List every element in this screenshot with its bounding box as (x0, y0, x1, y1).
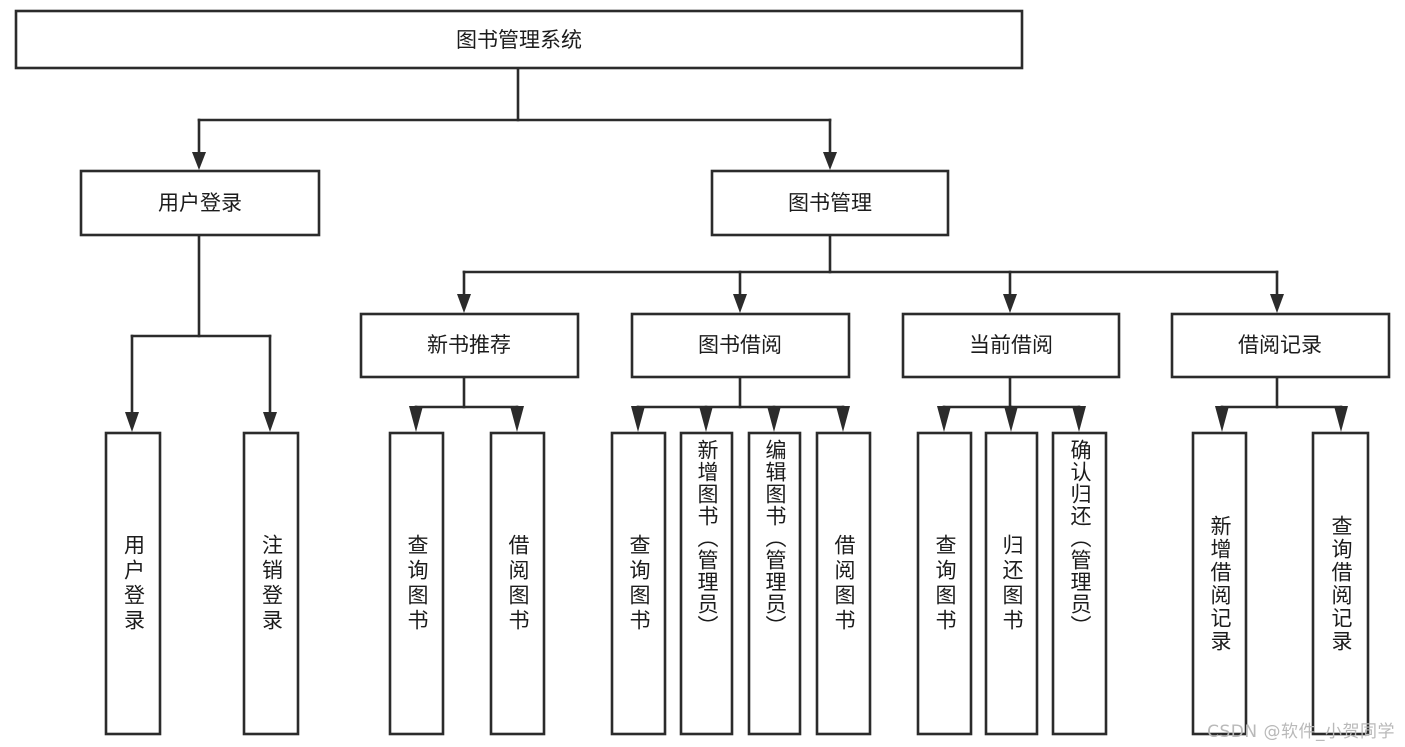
leaf-query-book-1-box[interactable] (388, 431, 445, 736)
arrowhead-book-borrow (733, 294, 747, 313)
arrowhead-leaf-confirm-return (1072, 406, 1086, 432)
arrowhead-leaf-borrow-book-2 (836, 406, 850, 432)
connector-group-current-borrow (937, 375, 1086, 432)
node-book-borrow-label: 图书借阅 (698, 333, 782, 357)
arrowhead-book-manage (823, 152, 837, 170)
node-root-label: 图书管理系统 (456, 28, 582, 52)
connector-group-new-book-rec (409, 375, 524, 432)
leaf-query-record-box[interactable] (1311, 431, 1370, 736)
arrowhead-leaf-edit-book (767, 406, 781, 432)
leaf-confirm-return-box[interactable] (1051, 431, 1108, 736)
node-book-manage-box[interactable] (710, 169, 950, 237)
node-root-box[interactable] (14, 9, 1024, 70)
leaf-return-book-box[interactable] (984, 431, 1039, 736)
leaf-borrow-book-1-box[interactable] (489, 431, 546, 736)
leaf-add-record-box[interactable] (1191, 431, 1248, 736)
node-user-login[interactable]: 用户登录 (79, 169, 321, 237)
leaf-query-book-2-box[interactable] (610, 431, 667, 736)
node-current-borrow-box[interactable] (901, 312, 1121, 379)
node-book-borrow-box[interactable] (630, 312, 851, 379)
node-user-login-box[interactable] (79, 169, 321, 237)
arrowhead-leaf-query-book-2 (631, 406, 645, 432)
arrowhead-leaf-query-book-1 (409, 406, 423, 432)
connector-group-borrow-record (1215, 375, 1348, 432)
connector-group-book-borrow (631, 375, 850, 432)
node-new-book-rec[interactable]: 新书推荐 (359, 312, 580, 379)
leaf-user-login-box[interactable] (104, 431, 162, 736)
node-user-login-label: 用户登录 (158, 191, 242, 215)
node-current-borrow-label: 当前借阅 (969, 333, 1053, 357)
node-root[interactable]: 图书管理系统 (14, 9, 1024, 70)
arrowhead-leaf-query-book-3 (937, 406, 951, 432)
connector-group-user-login (125, 233, 277, 432)
connector-group-book-manage (457, 233, 1284, 313)
arrowhead-leaf-return-book (1004, 406, 1018, 432)
leaf-query-book-3-box[interactable] (916, 431, 973, 736)
leaf-boxes (104, 431, 1370, 736)
connector-group-root (192, 66, 837, 170)
arrowhead-borrow-record (1270, 294, 1284, 313)
arrowhead-current-borrow (1003, 294, 1017, 313)
leaf-add-book-box[interactable] (679, 431, 734, 736)
arrowhead-user-login (192, 152, 206, 170)
arrowhead-leaf-add-record (1215, 406, 1229, 432)
leaf-borrow-book-2-box[interactable] (815, 431, 872, 736)
node-book-manage-label: 图书管理 (788, 191, 872, 215)
arrowhead-new-book-rec (457, 294, 471, 313)
node-borrow-record-box[interactable] (1170, 312, 1391, 379)
arrowhead-leaf-add-book (699, 406, 713, 432)
arrowhead-leaf-user-login (125, 412, 139, 432)
node-book-manage[interactable]: 图书管理 (710, 169, 950, 237)
node-new-book-rec-label: 新书推荐 (427, 333, 511, 357)
arrowhead-leaf-borrow-book-1 (510, 406, 524, 432)
arrowhead-leaf-query-record (1334, 406, 1348, 432)
leaf-edit-book-box[interactable] (747, 431, 802, 736)
node-new-book-rec-box[interactable] (359, 312, 580, 379)
leaf-user-logout-box[interactable] (242, 431, 300, 736)
node-book-borrow[interactable]: 图书借阅 (630, 312, 851, 379)
node-current-borrow[interactable]: 当前借阅 (901, 312, 1121, 379)
arrowhead-leaf-user-logout (263, 412, 277, 432)
node-borrow-record[interactable]: 借阅记录 (1170, 312, 1391, 379)
node-borrow-record-label: 借阅记录 (1238, 333, 1322, 357)
